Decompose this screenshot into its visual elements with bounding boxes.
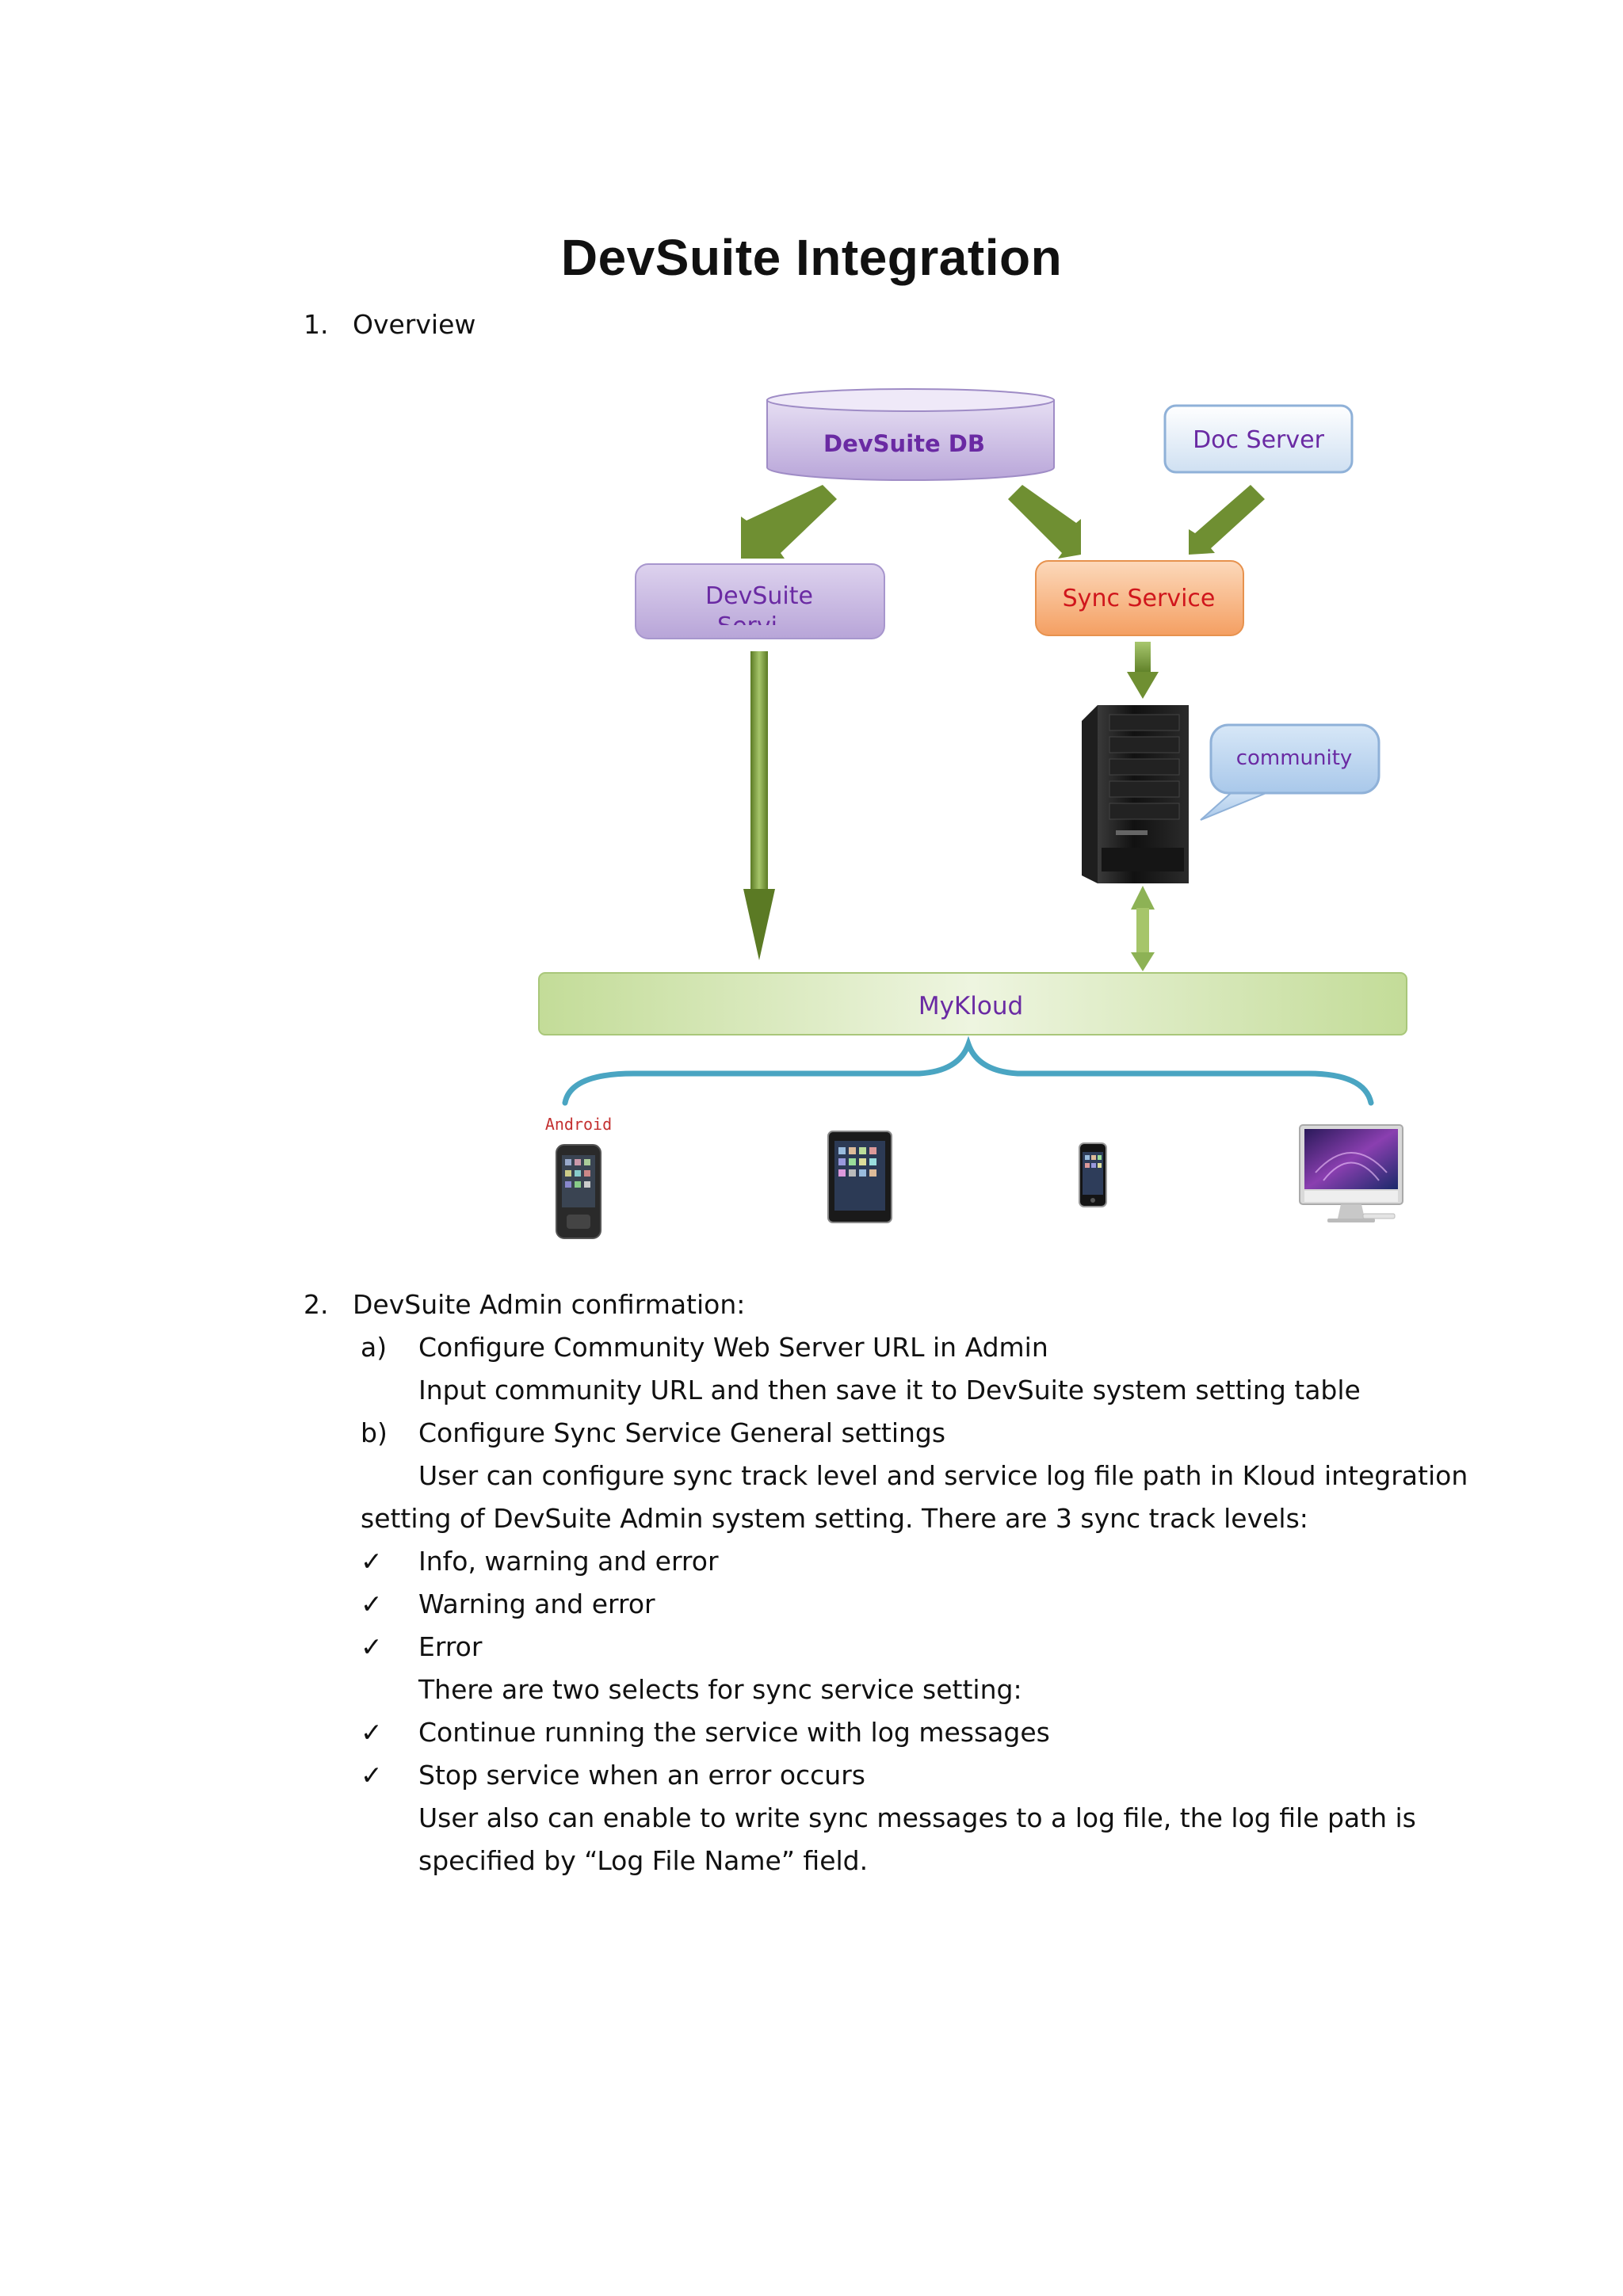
track-level-label: Info, warning and error bbox=[418, 1546, 719, 1577]
mykloud-node: MyKloud bbox=[538, 972, 1407, 1035]
log-text-line-2: specified by “Log File Name” field. bbox=[418, 1845, 869, 1876]
check-icon: ✓ bbox=[361, 1546, 383, 1577]
android-phone-icon bbox=[556, 1144, 601, 1239]
item-a-marker: a) bbox=[361, 1332, 388, 1363]
arrow-devsuite-to-mykloud bbox=[743, 651, 775, 960]
doc-server-label: Doc Server bbox=[1193, 426, 1325, 454]
item-b-text-line-1: User can configure sync track level and … bbox=[418, 1460, 1468, 1491]
desktop-computer-icon bbox=[1299, 1124, 1403, 1222]
arrow-db-to-devsuite bbox=[741, 485, 837, 559]
page-title: DevSuite Integration bbox=[560, 229, 1063, 286]
section-1-number: 1. bbox=[304, 309, 329, 340]
smartphone-icon bbox=[1079, 1142, 1107, 1207]
arrow-db-to-sync bbox=[1008, 485, 1081, 559]
section-2-label: DevSuite Admin confirmation: bbox=[353, 1289, 746, 1320]
item-b-title: Configure Sync Service General settings bbox=[418, 1417, 946, 1448]
arrow-sync-to-server bbox=[1127, 642, 1159, 699]
tablet-icon bbox=[827, 1131, 892, 1223]
community-callout: community bbox=[1200, 723, 1381, 821]
sync-service-label: Sync Service bbox=[1063, 585, 1216, 612]
item-b-text-line-2: setting of DevSuite Admin system setting… bbox=[361, 1503, 1308, 1534]
check-icon: ✓ bbox=[361, 1631, 383, 1662]
select-option-label: Stop service when an error occurs bbox=[418, 1760, 865, 1791]
devsuite-service-node: DevSuite Servi… bbox=[635, 563, 885, 640]
arrow-server-mykloud bbox=[1131, 886, 1155, 971]
devsuite-service-label-cut: Servi… bbox=[717, 612, 801, 640]
track-level-label: Warning and error bbox=[418, 1589, 655, 1619]
item-b-marker: b) bbox=[361, 1417, 388, 1448]
section-2-number: 2. bbox=[304, 1289, 329, 1320]
track-level-label: Error bbox=[418, 1631, 483, 1662]
architecture-diagram: DevSuite DB Doc Server DevSuite Servi… S… bbox=[538, 388, 1407, 1239]
doc-server-node: Doc Server bbox=[1163, 404, 1354, 474]
item-a-text: Input community URL and then save it to … bbox=[418, 1375, 1361, 1405]
check-icon: ✓ bbox=[361, 1589, 383, 1619]
community-label: community bbox=[1236, 746, 1353, 770]
device-brace bbox=[562, 1035, 1374, 1106]
section-1-label: Overview bbox=[353, 309, 476, 340]
log-text-line-1: User also can enable to write sync messa… bbox=[418, 1802, 1416, 1833]
check-icon: ✓ bbox=[361, 1760, 383, 1791]
server-tower-icon bbox=[1082, 705, 1189, 883]
devsuite-db-node: DevSuite DB bbox=[766, 388, 1055, 482]
selects-intro: There are two selects for sync service s… bbox=[418, 1674, 1022, 1705]
mykloud-label: MyKloud bbox=[918, 992, 1023, 1020]
arrow-doc-to-sync bbox=[1189, 485, 1265, 555]
item-a-title: Configure Community Web Server URL in Ad… bbox=[418, 1332, 1048, 1363]
devsuite-service-label: DevSuite bbox=[705, 582, 813, 610]
sync-service-node: Sync Service bbox=[1035, 560, 1244, 636]
check-icon: ✓ bbox=[361, 1717, 383, 1748]
select-option-label: Continue running the service with log me… bbox=[418, 1717, 1050, 1748]
android-label: Android bbox=[545, 1115, 612, 1134]
devsuite-db-label: DevSuite DB bbox=[823, 430, 985, 457]
